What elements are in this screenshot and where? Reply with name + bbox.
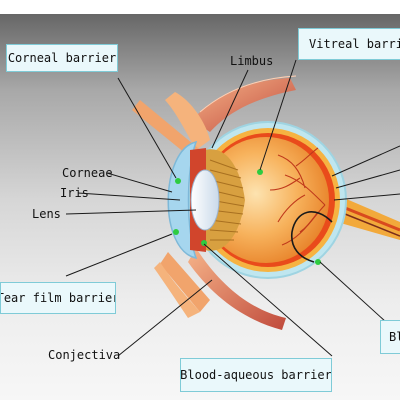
- leader-lines: [65, 59, 400, 357]
- retinal-vessels: [269, 147, 326, 246]
- label-lens: Lens: [32, 207, 61, 221]
- label-blood-aqueous-barrier: Blood-aqueous barrier: [180, 358, 332, 392]
- label-corneal-barrier: Corneal barrier: [6, 44, 118, 72]
- top-strip: [0, 0, 400, 14]
- label-vitreal-barrier: Vitreal barrier: [298, 28, 400, 60]
- label-limbus: Limbus: [230, 54, 274, 68]
- upper-muscle: [192, 78, 296, 132]
- label-corneae: Corneae: [62, 166, 113, 180]
- upper-eyelid: [165, 92, 210, 150]
- ciliary-body: [205, 149, 245, 251]
- label-conjectiva: Conjectiva: [48, 348, 121, 362]
- lens: [190, 169, 220, 231]
- label-tear-film-barrier: Tear film barrier: [0, 282, 116, 314]
- cornea: [167, 140, 198, 260]
- label-blood-retinal-barrier-partial: Bl: [380, 320, 400, 354]
- label-iris: Iris: [60, 186, 89, 200]
- barrier-markers: [173, 169, 321, 265]
- retinal-vessel-dark: [290, 211, 333, 263]
- lower-muscle: [188, 248, 286, 330]
- lower-eyelid: [160, 252, 210, 312]
